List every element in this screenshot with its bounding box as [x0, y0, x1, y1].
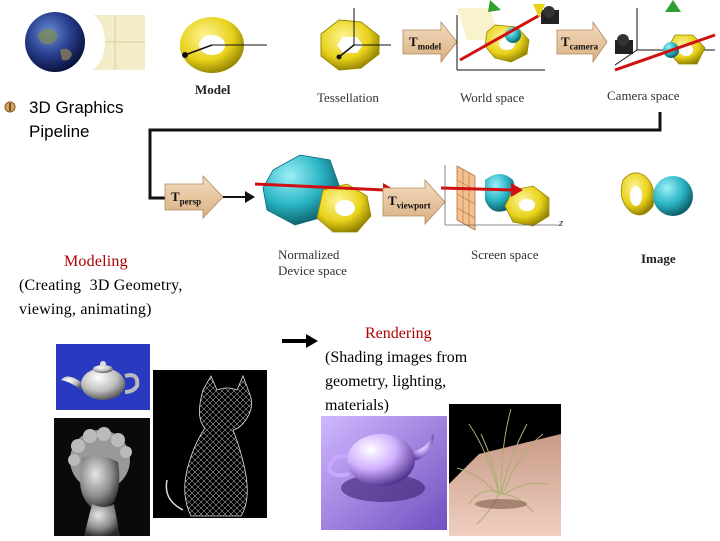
david-head-icon: [68, 427, 132, 536]
t-model-main: T: [409, 34, 418, 49]
wireframe-cat-icon: [165, 374, 252, 517]
label-camera-space: Camera space: [607, 88, 680, 103]
t-viewport-arrow-icon: [382, 178, 446, 226]
t-model-arrow-icon: [402, 20, 458, 64]
rendering-section: Rendering (Shading images from geometry,…: [325, 322, 467, 418]
bullet-line-2: Pipeline: [29, 122, 90, 141]
label-screen-space: Screen space: [471, 247, 539, 262]
label-normalized-device: Normalized Device space: [278, 247, 347, 279]
david-head-image: [54, 418, 150, 536]
label-image: Image: [641, 251, 676, 266]
wireframe-cat-image: [153, 370, 267, 518]
pipeline-graphic: [148, 0, 716, 233]
t-persp-arrow-icon: [164, 175, 255, 219]
rendered-teapot-image: [321, 416, 447, 530]
modeling-section: Modeling (Creating 3D Geometry, viewing,…: [19, 250, 183, 322]
t-model-sub: model: [417, 41, 442, 52]
bullet-title: 3D Graphics Pipeline: [29, 96, 123, 144]
bullet-icon: [4, 100, 16, 118]
normalized-device-scene-icon: [254, 154, 395, 233]
rendering-line-3: materials): [325, 397, 389, 414]
teapot-icon: [61, 361, 140, 400]
t-persp-label: Tpersp: [171, 189, 201, 207]
grass-render-image: [449, 404, 561, 536]
modeling-line-2: viewing, animating): [19, 301, 152, 318]
label-normalized-line-1: Normalized: [278, 247, 340, 262]
t-camera-sub: camera: [569, 41, 599, 52]
label-axis-z: z: [559, 217, 564, 229]
screen-space-scene-icon: [440, 165, 560, 231]
pipeline-connector: [148, 112, 662, 200]
t-viewport-label: Tviewport: [388, 193, 431, 211]
final-image-icon: [620, 172, 693, 216]
pipeline-diagram: Tmodel Tcamera Tpersp Tviewport Model Te…: [145, 0, 720, 285]
bullet-line-1: 3D Graphics: [29, 98, 124, 117]
modeling-line-1: (Creating 3D Geometry,: [19, 277, 183, 294]
label-model: Model: [195, 82, 231, 97]
t-viewport-sub: viewport: [396, 200, 431, 211]
label-world-space: World space: [460, 90, 525, 105]
t-persp-main: T: [171, 189, 180, 204]
world-space-scene-icon: [456, 0, 559, 71]
model-torus-icon: [180, 17, 267, 73]
rendered-teapot-icon: [321, 416, 447, 530]
t-persp-sub: persp: [179, 196, 202, 207]
t-model-label: Tmodel: [409, 34, 441, 52]
camera-space-scene-icon: [614, 0, 716, 72]
t-camera-label: Tcamera: [561, 34, 598, 52]
t-camera-main: T: [561, 34, 570, 49]
teapot-image: [56, 344, 150, 410]
t-viewport-main: T: [388, 193, 397, 208]
label-tessellation: Tessellation: [317, 90, 379, 105]
tessellation-torus-icon: [320, 8, 391, 71]
t-camera-arrow-icon: [556, 20, 608, 64]
globe-logo-icon: [25, 12, 145, 72]
rendering-line-2: geometry, lighting,: [325, 373, 447, 390]
modeling-title: Modeling: [64, 253, 128, 270]
arrow-right-icon: [282, 333, 318, 354]
grass-render-icon: [449, 408, 561, 536]
logo-area: [15, 5, 145, 75]
rendering-title: Rendering: [365, 325, 432, 342]
rendering-line-1: (Shading images from: [325, 349, 468, 366]
label-normalized-line-2: Device space: [278, 263, 347, 278]
